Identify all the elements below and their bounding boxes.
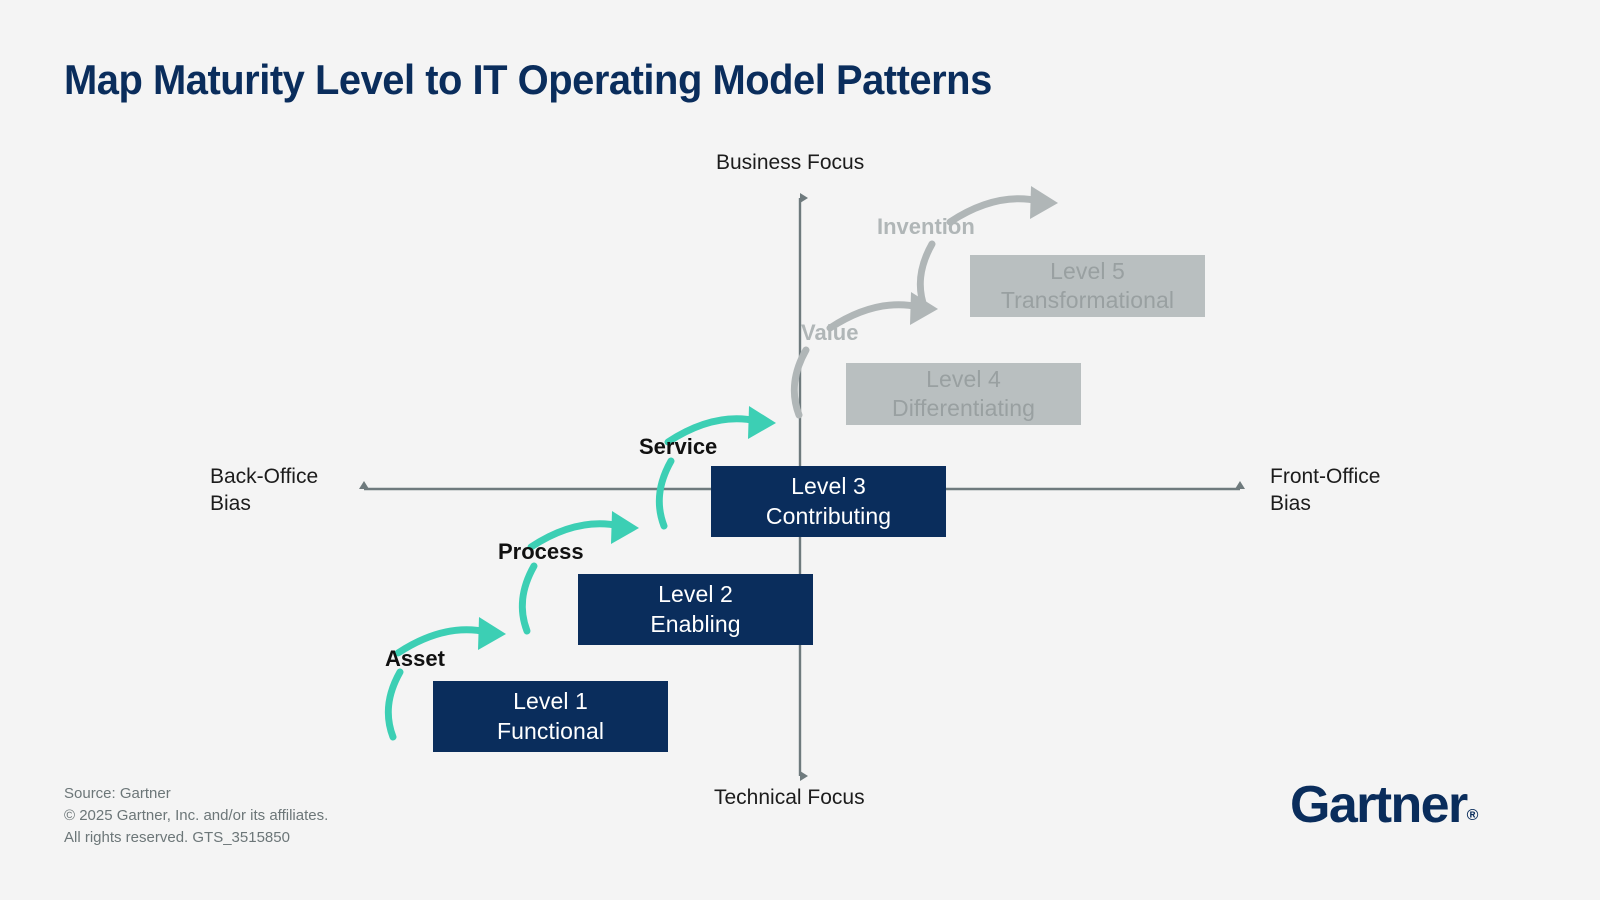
- level-box-2-line2: Enabling: [650, 610, 741, 637]
- level-box-4-line1: Level 4: [926, 365, 1001, 392]
- page-title: Map Maturity Level to IT Operating Model…: [64, 56, 992, 103]
- level-box-4[interactable]: Level 4 Differentiating: [846, 363, 1081, 425]
- level-box-3[interactable]: Level 3 Contributing: [711, 466, 946, 537]
- arrow-invention-head: [1030, 186, 1058, 219]
- level-box-2[interactable]: Level 2 Enabling: [578, 574, 813, 645]
- arrow-value-head: [910, 292, 938, 325]
- stage-label-service: Service: [639, 434, 718, 459]
- gartner-logo-wordmark: Gartner: [1290, 776, 1468, 834]
- arrow-service-head: [748, 406, 776, 439]
- arrow-invention-tail-arc: [916, 240, 936, 313]
- registered-trademark-icon: ®: [1466, 807, 1479, 824]
- arrow-asset-head: [478, 617, 506, 650]
- level-box-3-line1: Level 3: [791, 473, 866, 500]
- level-box-5-line2: Transformational: [1000, 287, 1175, 313]
- footer-source-text: Source: Gartner © 2025 Gartner, Inc. and…: [64, 785, 329, 846]
- stage-label-invention: Invention: [877, 214, 975, 239]
- level-box-3-line2: Contributing: [765, 502, 892, 529]
- arrow-asset-tail-arc: [384, 668, 404, 741]
- arrow-process-head: [611, 511, 639, 544]
- arrow-process-tail-arc: [518, 562, 538, 635]
- arrow-service-tail-arc: [655, 457, 675, 530]
- level-box-5-line1: Level 5: [1050, 257, 1125, 284]
- level-box-5[interactable]: Level 5 Transformational: [970, 255, 1205, 317]
- level-box-1-line2: Functional: [496, 717, 605, 744]
- axis-label-front-office: Front-Office Bias: [1270, 465, 1381, 515]
- axis-label-technical-focus: Technical Focus: [714, 786, 865, 809]
- stage-label-asset: Asset: [385, 646, 445, 671]
- axis-label-business-focus: Business Focus: [716, 151, 865, 174]
- level-box-1[interactable]: Level 1 Functional: [433, 681, 668, 752]
- level-box-4-line2: Differentiating: [892, 395, 1035, 421]
- stage-label-value: Value: [801, 320, 859, 345]
- axis-label-back-office: Back-Office Bias: [210, 465, 319, 515]
- level-box-1-line1: Level 1: [513, 688, 588, 715]
- level-box-2-line1: Level 2: [658, 581, 733, 608]
- stage-label-process: Process: [498, 539, 584, 564]
- arrow-value-tail-arc: [790, 346, 810, 419]
- gartner-logo: Gartner®: [1290, 775, 1478, 835]
